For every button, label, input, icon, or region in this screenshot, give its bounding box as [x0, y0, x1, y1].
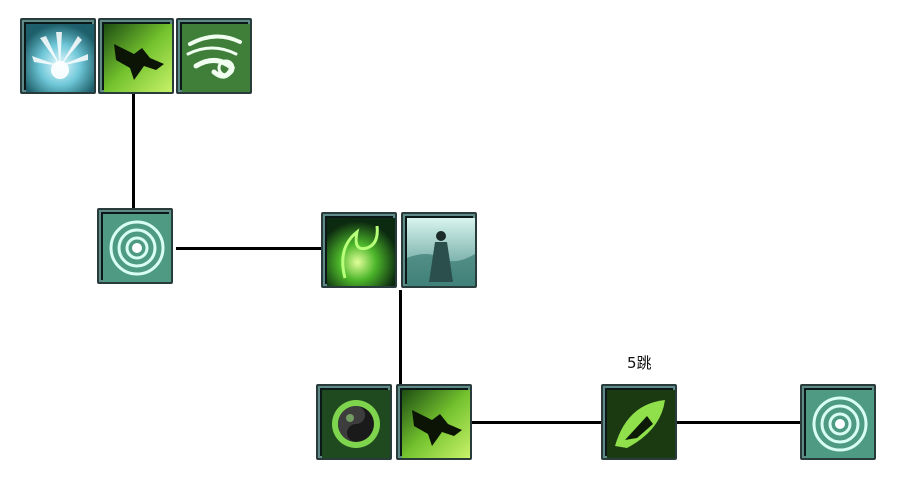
- green-dragon-icon: [104, 24, 172, 92]
- connector-line: [399, 290, 402, 386]
- skill-slot-shield-ring-2[interactable]: [800, 384, 876, 460]
- yin-yang-orb-icon: [322, 390, 390, 458]
- ice-burst-icon: [26, 24, 94, 92]
- skill-slot-ice-burst[interactable]: [20, 18, 96, 94]
- wind-swirl-icon: [182, 24, 250, 92]
- skill-slot-green-energy[interactable]: [321, 212, 397, 288]
- green-energy-icon: [327, 218, 395, 286]
- connector-line: [677, 421, 801, 424]
- skill-slot-green-dragon-2[interactable]: [396, 384, 472, 460]
- skill-slot-wind-swirl[interactable]: [176, 18, 252, 94]
- skill-slot-robed-figure[interactable]: [401, 212, 477, 288]
- skill-slot-green-leaf-dragon[interactable]: [601, 384, 677, 460]
- skill-annotation: 5跳: [627, 354, 652, 372]
- connector-line: [472, 421, 602, 424]
- shield-ring-icon: [103, 214, 171, 282]
- skill-slot-shield-ring[interactable]: [97, 208, 173, 284]
- skill-slot-yin-yang-orb[interactable]: [316, 384, 392, 460]
- skill-slot-green-dragon[interactable]: [98, 18, 174, 94]
- shield-ring-icon: [806, 390, 874, 458]
- green-dragon-icon: [402, 390, 470, 458]
- green-leaf-dragon-icon: [607, 390, 675, 458]
- connector-line: [176, 247, 322, 250]
- connector-line: [132, 94, 135, 210]
- robed-figure-icon: [407, 218, 475, 286]
